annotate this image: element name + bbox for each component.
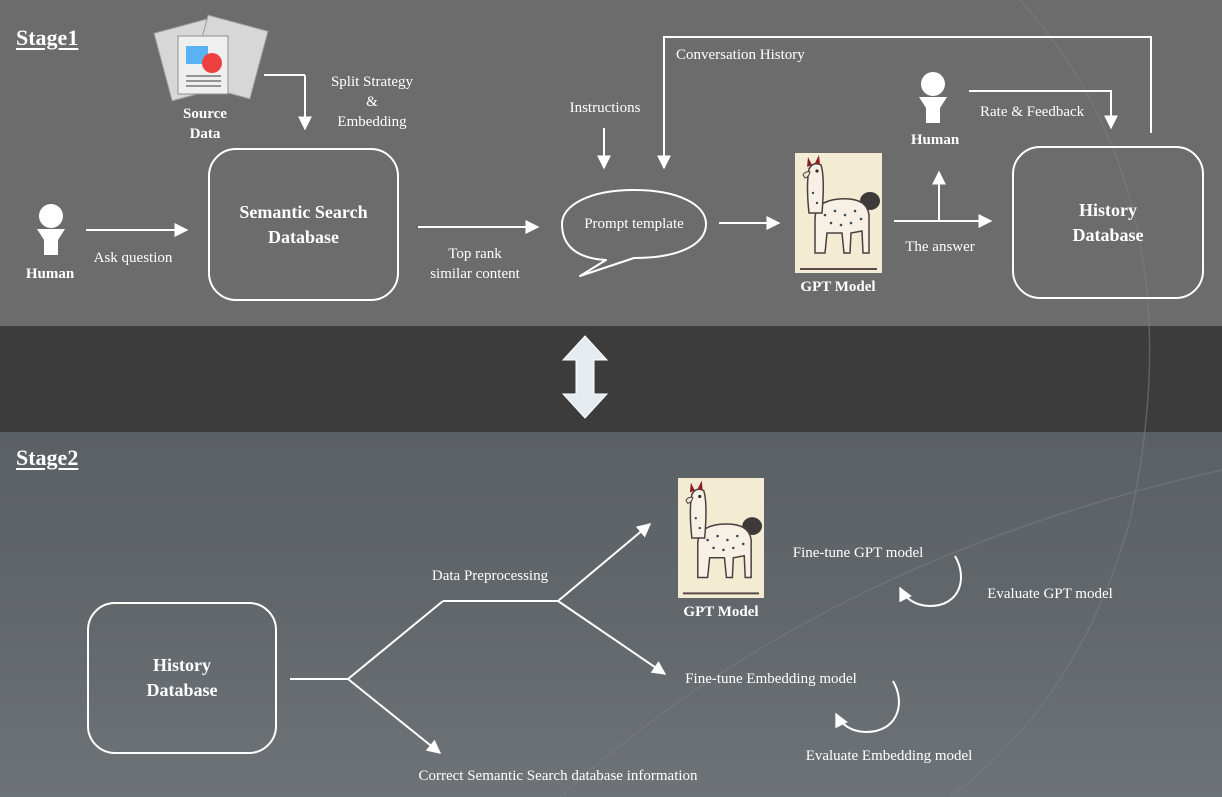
person-icon	[919, 72, 947, 123]
source-data-label: Source Data	[183, 106, 227, 142]
evaluate-gpt-label: Evaluate GPT model	[987, 586, 1113, 602]
instructions-label: Instructions	[569, 100, 641, 116]
correct-semantic-label: Correct Semantic Search database informa…	[418, 768, 698, 784]
arrow-conversation-history	[657, 36, 1152, 170]
person-icon	[37, 204, 65, 255]
finetune-gpt-label: Fine-tune GPT model	[792, 545, 924, 561]
line-to-preprocessing	[347, 600, 444, 680]
gpt-model-label-stage1: GPT Model	[800, 279, 876, 295]
evaluate-embedding-label: Evaluate Embedding model	[805, 748, 973, 764]
data-preprocessing-label: Data Preprocessing	[431, 568, 549, 584]
human-left-label: Human	[25, 266, 75, 282]
arrow-to-gpt-model	[557, 523, 652, 602]
prompt-template-bubble	[561, 189, 707, 277]
double-arrow-icon	[561, 335, 609, 419]
arrow-to-embedding-model	[557, 600, 667, 675]
finetune-embedding-label: Fine-tune Embedding model	[685, 671, 857, 687]
cycle-arrow-gpt	[899, 555, 962, 608]
cycle-arrow-embedding	[835, 680, 900, 734]
top-rank-label: Top rank similar content	[430, 246, 520, 282]
human-right-label: Human	[910, 132, 960, 148]
split-strategy-label: Split Strategy & Embedding	[330, 74, 414, 130]
prompt-template-label: Prompt template	[584, 216, 684, 232]
llama-model-image	[678, 478, 764, 598]
arrow-to-correct-semantic	[347, 678, 442, 754]
llama-model-image	[795, 153, 882, 273]
gpt-model-label-stage2: GPT Model	[683, 604, 759, 620]
conversation-history-label: Conversation History	[676, 47, 805, 63]
rate-feedback-label: Rate & Feedback	[980, 104, 1085, 120]
document-icon	[153, 14, 269, 102]
arrow-rate-feedback	[969, 90, 1118, 130]
separator-band	[0, 326, 1222, 432]
stage2-title: Stage2	[16, 445, 79, 470]
ask-question-label: Ask question	[93, 250, 173, 266]
the-answer-label: The answer	[905, 239, 975, 255]
stage2-background	[0, 432, 1222, 797]
stage1-title: Stage1	[16, 25, 79, 50]
background-arcs	[559, 0, 1222, 797]
